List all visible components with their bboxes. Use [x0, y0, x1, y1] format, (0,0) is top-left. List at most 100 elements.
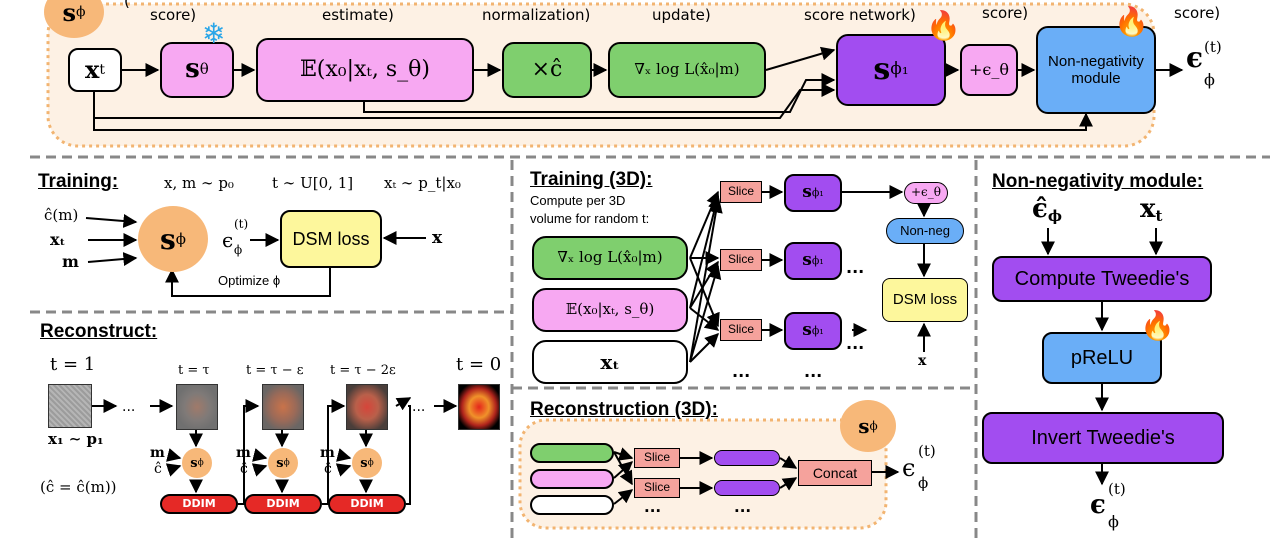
recon3d-eps-sup: (t): [918, 442, 936, 460]
nonneg-in-eps: ϵ̂ϕ: [1032, 196, 1062, 224]
nonneg-module-box: Non-negativity module: [1036, 26, 1156, 114]
recon3d-s-phi1-2: [714, 480, 780, 496]
fire-icon: 🔥: [1114, 5, 1149, 38]
recon3d-dots-1: ...: [644, 498, 662, 516]
training-sample-3: xₜ ∼ p_t|x₀: [384, 174, 461, 192]
training-x: x: [432, 228, 443, 248]
training-eps-label: ϵ: [222, 228, 234, 252]
eps-output-top-sub: ϕ: [1204, 70, 1215, 89]
snowflake-icon: ❄: [202, 17, 226, 50]
recon3d-input-white: [530, 495, 614, 515]
expectation-label: 𝔼(x₀|xₜ, s_θ): [300, 57, 430, 83]
training3d-expect-label: 𝔼(x₀|xₜ, s_θ): [565, 300, 655, 319]
training3d-expect-box: 𝔼(x₀|xₜ, s_θ): [532, 288, 688, 332]
reconstruct-dots-1: ...: [122, 399, 136, 415]
likelihood-grad-label: ∇ₓ log L(x̂₀|m): [634, 60, 740, 79]
score-label-2: estimate): [322, 6, 394, 24]
recon-s-phi-sub-3: ϕ: [367, 458, 374, 468]
training3d-xt-label: xₜ: [600, 349, 620, 374]
nonneg-header: Non-negativity module:: [992, 171, 1204, 192]
recon3d-s-phi-sub: ϕ: [869, 419, 878, 433]
plus-eps-label: +ϵ_θ: [969, 59, 1009, 79]
brain-image-tau-2eps: [346, 384, 388, 430]
training-header: Training:: [38, 171, 119, 192]
nonneg-out-eps-sup: (t): [1108, 480, 1126, 498]
nonneg-in-xt-label: x: [1140, 194, 1156, 224]
training-s-phi-label: s: [160, 222, 176, 256]
ddim-step-3: DDIM: [328, 494, 406, 514]
recon3d-s-phi1-1: [714, 450, 780, 466]
training3d-note-1: Compute per 3D: [530, 193, 626, 208]
compute-tweedie-box: Compute Tweedie's: [992, 256, 1212, 302]
fire-icon: 🔥: [926, 9, 961, 42]
training-eps: ϵ (t) ϕ: [222, 218, 248, 256]
brain-image-t0: [458, 384, 500, 430]
reconstruct-t1: t = 1: [50, 354, 96, 375]
training3d-slice-label-3: Slice: [727, 322, 754, 337]
training-eps-sub: ϕ: [234, 243, 243, 257]
training3d-note-2: volume for random t:: [530, 211, 650, 226]
recon-s-phi-label-2: s: [276, 455, 284, 471]
ddim-step-2: DDIM: [244, 494, 322, 514]
training3d-slice-label-2: Slice: [727, 252, 754, 267]
recon-m-1: m: [150, 445, 165, 461]
training3d-s-phi1-label-1: s: [802, 182, 812, 203]
recon3d-eps-sub: ϕ: [918, 474, 929, 492]
fire-icon: 🔥: [1140, 309, 1175, 342]
training3d-dsm-loss: DSM loss: [882, 278, 968, 322]
reconstruct-t-tau: t = τ: [178, 363, 210, 378]
training3d-dots-1: ...: [846, 258, 865, 277]
score-label-4: update): [652, 6, 711, 24]
training3d-grad-label: ∇ₓ log L(x̂₀|m): [557, 248, 663, 267]
nonneg-in-xt-sub: t: [1155, 207, 1163, 226]
training-optimize: Optimize ϕ: [218, 273, 281, 288]
eps-output-top: ϵ (t) ϕ: [1186, 40, 1222, 88]
training3d-s-phi1-sub-1: ϕ₁: [811, 185, 824, 199]
recon3d-concat-label: Concat: [812, 464, 858, 481]
ddim-step-1: DDIM: [160, 494, 238, 514]
recon-c-2: ĉ: [240, 461, 248, 477]
training3d-xt-box: xₜ: [532, 340, 688, 384]
invert-tweedie-box: Invert Tweedie's: [982, 412, 1224, 464]
nonneg-module-label: Non-negativity module: [1048, 52, 1144, 87]
xt-label: x: [85, 55, 100, 85]
plus-eps-box: +ϵ_θ: [960, 44, 1018, 96]
training-dsm-loss-box: DSM loss: [280, 210, 382, 268]
recon3d-slice-2: Slice: [634, 478, 680, 498]
recon3d-eps-label: ϵ: [902, 454, 916, 482]
expectation-box: 𝔼(x₀|xₜ, s_θ): [256, 38, 474, 102]
likelihood-grad-box: ∇ₓ log L(x̂₀|m): [608, 42, 766, 98]
training3d-x: x: [918, 353, 927, 369]
training3d-plus-eps: +ϵ_θ: [904, 182, 948, 204]
recon3d-dots-2: ...: [734, 498, 752, 516]
training-input-c: ĉ(m): [44, 206, 79, 224]
recon3d-s-phi-label: s: [858, 414, 870, 438]
score-label-3: normalization): [482, 6, 591, 24]
prelu-box: pReLU: [1042, 332, 1162, 384]
s-phi-top-sub: ϕ: [75, 4, 86, 20]
times-c-box: ×ĉ: [502, 42, 592, 98]
recon-c-1: ĉ: [154, 461, 162, 477]
times-c-label: ×ĉ: [531, 57, 563, 83]
training3d-s-phi1-sub-3: ϕ₁: [811, 323, 824, 337]
training-sample-1: x, m ∼ p₀: [164, 174, 234, 192]
score-label-6: score): [982, 4, 1029, 22]
nonneg-out-eps-sub: ϕ: [1108, 512, 1119, 531]
ddim-label-3: DDIM: [350, 496, 384, 510]
recon3d-input-pink: [530, 469, 614, 489]
training3d-slice-3: Slice: [720, 319, 762, 341]
training3d-plus-eps-label: +ϵ_θ: [911, 185, 941, 200]
invert-tweedie-label: Invert Tweedie's: [1031, 426, 1175, 449]
recon-s-phi-sub-1: ϕ: [197, 458, 204, 468]
training3d-header: Training (3D):: [530, 169, 653, 190]
training3d-dsm-label: DSM loss: [892, 291, 958, 309]
ddim-label-1: DDIM: [182, 496, 216, 510]
reconstruct-x1: x₁ ∼ p₁: [48, 430, 104, 448]
recon3d-slice-1: Slice: [634, 448, 680, 468]
